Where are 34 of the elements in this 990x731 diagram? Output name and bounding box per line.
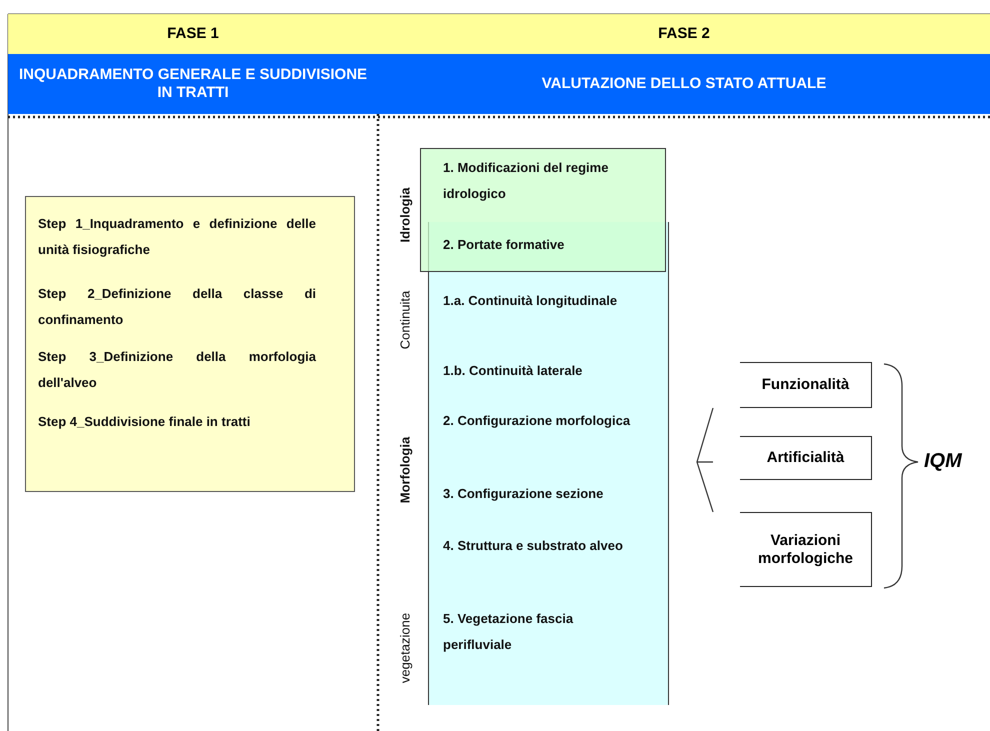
step-box (420, 148, 666, 272)
index-box (740, 362, 872, 408)
step-box (25, 196, 355, 492)
item-text: Step 2_Definizione della classe di confinamento (38, 285, 316, 329)
item-text: 2. Configurazione morfologica (443, 412, 632, 430)
box-text: Variazioni morfologiche (756, 532, 854, 568)
box-text: VALUTAZIONE DELLO STATO ATTUALE (540, 75, 828, 93)
item-text: Step 1_Inquadramento e definizione delle unità fisiografiche (38, 215, 316, 259)
item-text: 1. Modificazioni del regime idrologico (443, 159, 610, 203)
item-text: 5. Vegetazione fascia perifluviale (443, 610, 574, 654)
phase-title-band (8, 54, 378, 114)
item-text: 4. Struttura e substrato alveo (443, 537, 624, 555)
index-box (740, 436, 872, 480)
category-label: Continuita (398, 290, 412, 350)
category-label: Idrologia (398, 188, 412, 242)
index-label: IQM (924, 450, 962, 473)
index-box (740, 512, 872, 587)
box-text: FASE 1 (166, 25, 220, 43)
phase-title-band (378, 54, 990, 114)
category-label: vegetazione (398, 612, 412, 684)
item-text: Step 3_Definizione della morfologia dell'alveo (38, 348, 316, 392)
phase-header (8, 14, 378, 54)
category-label: Morfologia (398, 436, 412, 504)
box-text: INQUADRAMENTO GENERALE E SUDDIVISIONE IN TRATTI (18, 66, 368, 102)
step-box (428, 222, 669, 705)
item-text: Step 4_Suddivisione finale in tratti (38, 413, 252, 431)
box-text: FASE 2 (657, 25, 711, 43)
box-text: Funzionalità (760, 376, 850, 394)
item-text: 1.b. Continuità laterale (443, 362, 584, 380)
item-text: 1.a. Continuità longitudinale (443, 292, 618, 310)
phase-header (378, 14, 990, 54)
item-text: 3. Configurazione sezione (443, 485, 604, 503)
item-text: 2. Portate formative (443, 236, 566, 254)
box-text: Artificialità (766, 449, 846, 467)
